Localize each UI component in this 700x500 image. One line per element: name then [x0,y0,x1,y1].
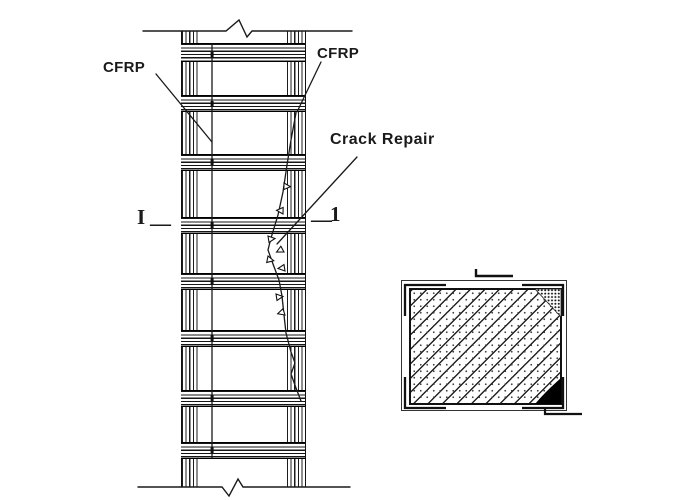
break-line-top [142,18,353,39]
section-concrete-hatch [409,288,562,405]
leader-cfrp-left [155,73,213,143]
crack-line [267,112,302,402]
section-outer-outline [401,280,567,411]
leader-cfrp-right [296,61,322,113]
label-cfrp-right: CFRP [317,45,360,62]
rebar-splice-marks [210,52,214,453]
section-marker-right-number: 1 [330,202,341,226]
section-marker-left-dash: — [150,211,171,235]
section-overlap-tick-bottom [543,409,582,416]
section-overlap-tick-top [474,269,513,278]
section-marker-left-letter: I [137,205,146,229]
section-marker-right-dash: — [311,207,332,231]
break-line-bottom [137,477,351,498]
label-cfrp-left: CFRP [103,59,146,76]
section-damage-patch-solid [535,378,561,404]
crack-repair-marks [266,182,292,316]
column-left-face-hatch [181,31,200,487]
section-damage-patch-speckled [534,288,562,319]
label-crack-repair: Crack Repair [330,131,435,148]
leader-crack-repair [276,156,358,245]
section-corner-marks [403,283,565,410]
